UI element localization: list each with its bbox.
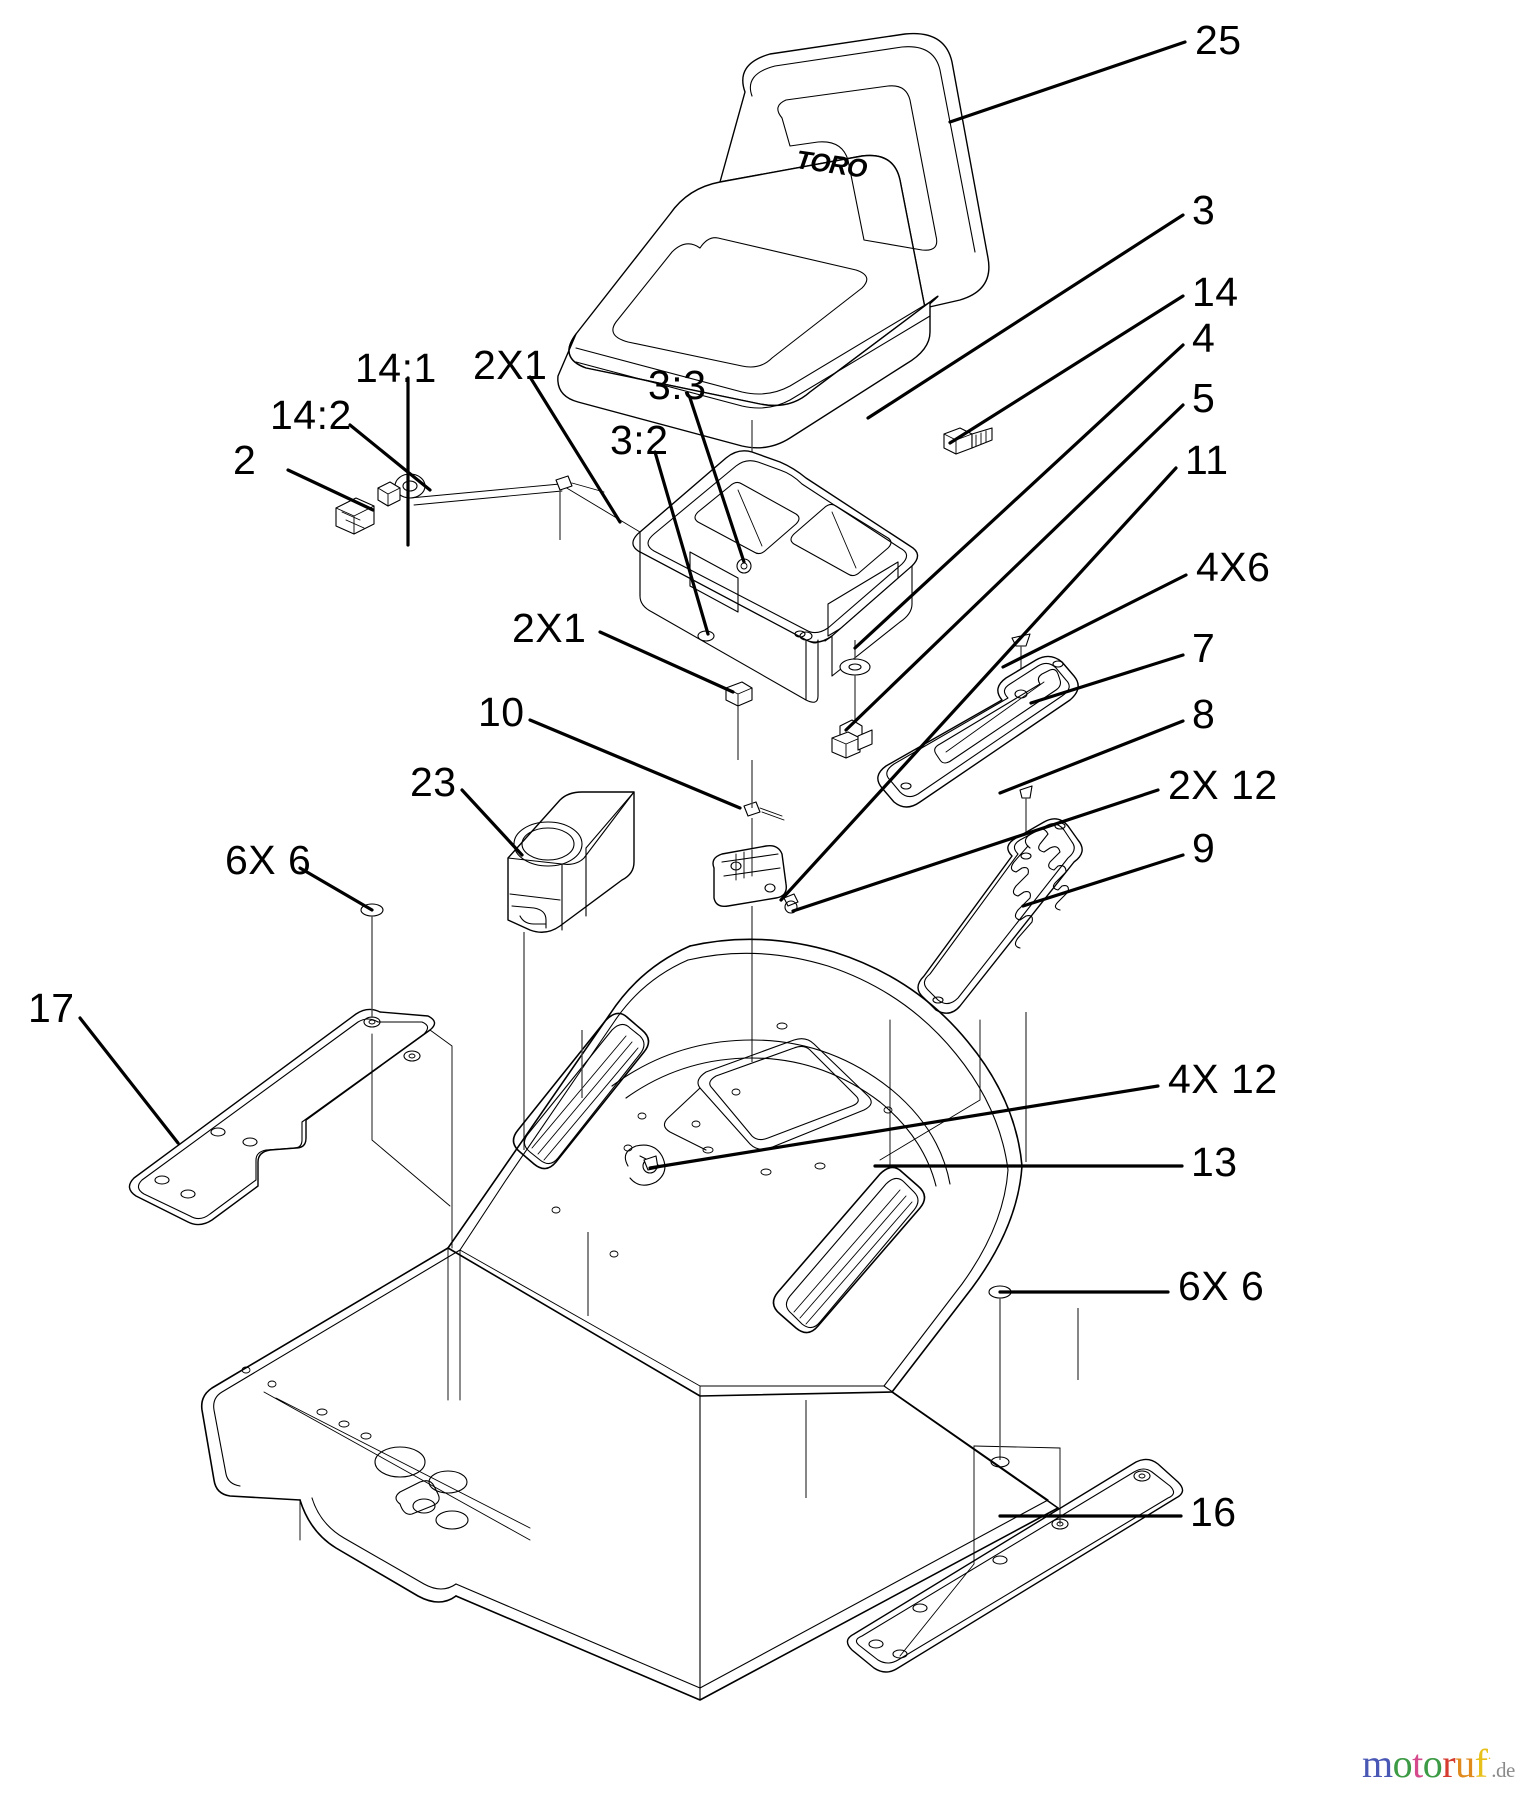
callout-label-17: 17 bbox=[28, 985, 75, 1031]
leader-line-11 bbox=[779, 466, 1178, 902]
callout-label-14: 14 bbox=[1192, 269, 1239, 315]
callout-label-16: 16 bbox=[1190, 1489, 1237, 1535]
callout-label-10: 10 bbox=[478, 689, 525, 735]
callout-label-14-1: 14:1 bbox=[355, 345, 437, 391]
part-seat-plate-3 bbox=[632, 450, 919, 703]
part-bracket-8 bbox=[712, 844, 799, 914]
callout-label-4: 4 bbox=[1192, 315, 1216, 361]
watermark-letter: u bbox=[1455, 1741, 1475, 1786]
part-footplate-16 bbox=[846, 1445, 1184, 1673]
leader-line-2X1 bbox=[528, 375, 622, 524]
callout-label-3-3: 3:3 bbox=[648, 362, 707, 408]
watermark-dot: · bbox=[1487, 1750, 1492, 1766]
part-main-frame bbox=[200, 938, 1079, 1701]
watermark-letter: o bbox=[1422, 1741, 1443, 1786]
leader-line-3 bbox=[866, 213, 1185, 420]
leader-line-14 bbox=[948, 294, 1185, 445]
leader-line-8 bbox=[998, 719, 1185, 795]
callout-label-7: 7 bbox=[1192, 625, 1216, 671]
leader-line-4X6 bbox=[1001, 573, 1188, 669]
part-screw-10 bbox=[743, 801, 785, 821]
callout-label-5: 5 bbox=[1192, 375, 1216, 421]
part-seat-25: TORO bbox=[557, 32, 990, 449]
leader-line-2X12 bbox=[791, 788, 1160, 913]
callout-label-13: 13 bbox=[1191, 1139, 1238, 1185]
callout-leader-lines bbox=[78, 40, 1188, 1518]
callout-label-2X12: 2X 12 bbox=[1168, 762, 1278, 808]
screw-6x6-left bbox=[360, 903, 384, 1018]
leader-line-10 bbox=[528, 718, 742, 810]
callout-label-2: 2 bbox=[233, 437, 257, 483]
watermark-letter: r bbox=[1442, 1741, 1456, 1786]
leader-line-3-2 bbox=[653, 450, 710, 636]
callout-label-3: 3 bbox=[1192, 187, 1216, 233]
watermark-letter: o bbox=[1392, 1741, 1413, 1786]
part-step-plate-7 bbox=[877, 655, 1079, 808]
callout-label-23: 23 bbox=[410, 759, 457, 805]
watermark-letter: t bbox=[1412, 1741, 1423, 1786]
callout-label-6X6: 6X 6 bbox=[225, 837, 312, 883]
leader-line-2X1 bbox=[598, 630, 735, 694]
callout-label-2X1: 2X1 bbox=[473, 342, 548, 388]
callout-label-8: 8 bbox=[1192, 691, 1216, 737]
leader-line-5 bbox=[844, 403, 1185, 732]
callout-label-9: 9 bbox=[1192, 825, 1216, 871]
part-fitting-5 bbox=[831, 719, 873, 759]
screw-6x6-right bbox=[988, 1285, 1012, 1468]
callout-label-3-2: 3:2 bbox=[610, 417, 669, 463]
watermark-letter: f bbox=[1474, 1741, 1488, 1786]
watermark-letter: m bbox=[1362, 1741, 1393, 1786]
leader-line-3-3 bbox=[688, 396, 746, 564]
callout-label-4X6: 4X6 bbox=[1196, 544, 1271, 590]
leader-line-6X6 bbox=[298, 866, 374, 912]
leader-line-14-2 bbox=[348, 423, 432, 492]
callout-label-4X12: 4X 12 bbox=[1168, 1056, 1278, 1102]
leader-line-23 bbox=[460, 788, 524, 857]
part-footrest-9 bbox=[917, 818, 1083, 1014]
callout-label-25: 25 bbox=[1195, 17, 1242, 63]
motoruf-watermark: motoruf·.de bbox=[1362, 1744, 1515, 1784]
leader-line-2 bbox=[286, 468, 375, 512]
callout-label-11: 11 bbox=[1185, 437, 1229, 483]
callout-label-14-2: 14:2 bbox=[270, 392, 352, 438]
leader-line-7 bbox=[1029, 653, 1185, 705]
part-screw-11 bbox=[725, 681, 753, 707]
leader-line-9 bbox=[1021, 853, 1185, 908]
callout-label-2X1: 2X1 bbox=[512, 605, 587, 651]
callout-label-6X6: 6X 6 bbox=[1178, 1263, 1265, 1309]
leader-line-4 bbox=[853, 343, 1185, 650]
watermark-tld: .de bbox=[1491, 1758, 1515, 1782]
leader-line-4X12 bbox=[648, 1084, 1160, 1170]
part-footplate-17 bbox=[128, 1008, 453, 1249]
part-tank-23 bbox=[507, 791, 635, 933]
leader-line-25 bbox=[948, 40, 1187, 124]
part-washer-4 bbox=[839, 658, 871, 676]
leader-line-17 bbox=[78, 1016, 180, 1145]
